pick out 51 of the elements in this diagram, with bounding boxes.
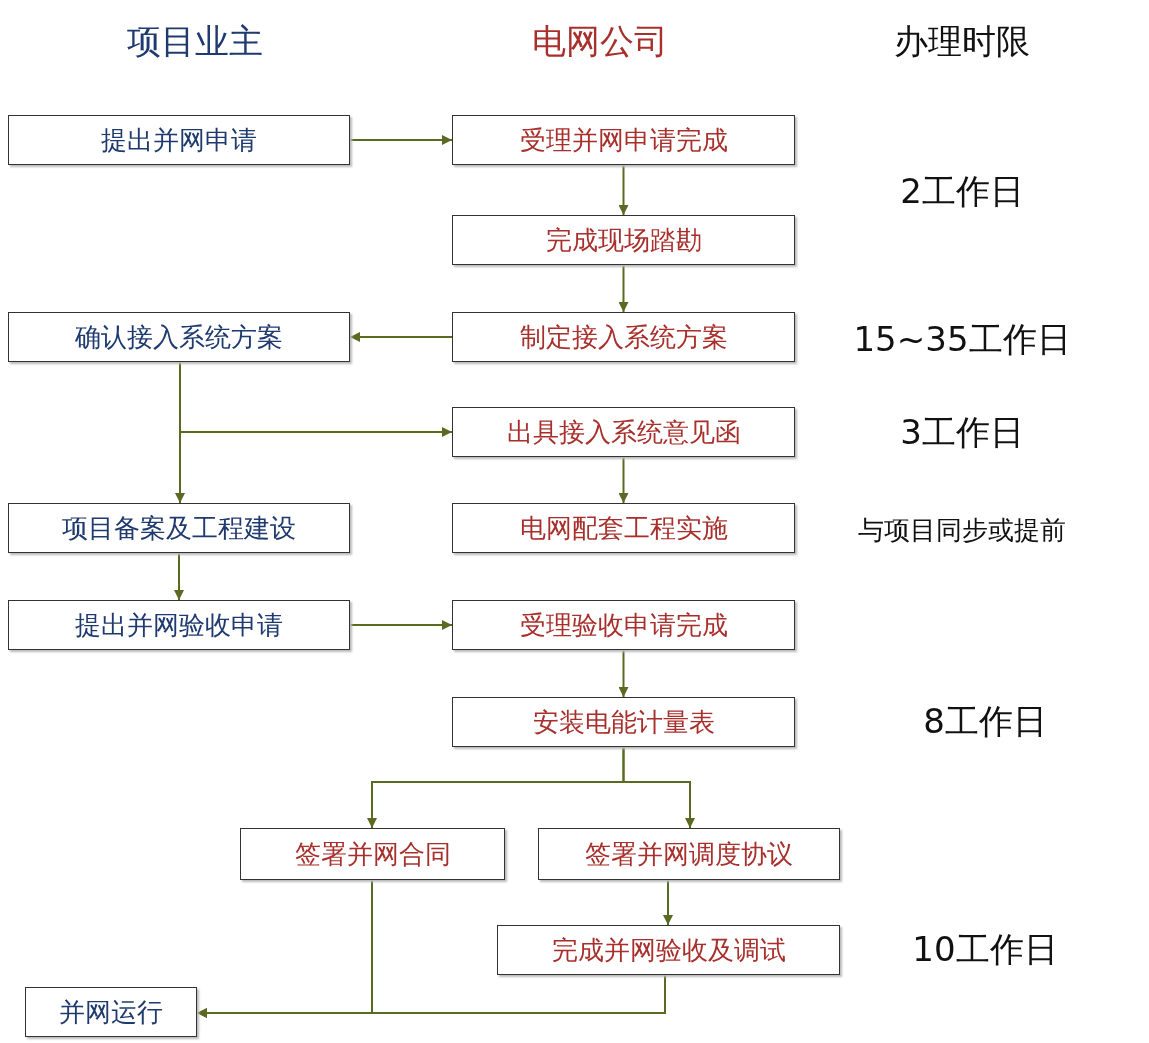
process-box [240, 828, 505, 880]
step-text: 签署并网调度协议 [585, 837, 793, 871]
process-box [452, 115, 795, 165]
column-header: 项目业主 [127, 20, 263, 63]
step-text: 签署并网合同 [294, 837, 451, 871]
arrow [174, 552, 184, 601]
step-text: 并网运行 [59, 995, 163, 1029]
duration-text: 与项目同步或提前 [858, 513, 1066, 547]
process-box [452, 697, 795, 747]
step-text: 电网配套工程实施 [519, 511, 728, 545]
column-header: 办理时限 [894, 20, 1030, 63]
duration-text: 2工作日 [900, 170, 1024, 213]
process-box [452, 503, 795, 553]
column-header: 电网公司 [532, 20, 668, 63]
step-text: 完成并网验收及调试 [551, 933, 786, 967]
arrow [618, 264, 629, 313]
process-box [497, 925, 840, 975]
arrow [349, 135, 453, 145]
process-box [452, 312, 795, 362]
process-box [8, 600, 350, 650]
step-text: 完成现场踏勘 [545, 223, 702, 257]
step-text: 提出并网申请 [101, 123, 257, 157]
arrow [349, 620, 453, 630]
step-text: 制定接入系统方案 [519, 320, 728, 354]
arrow [618, 164, 629, 216]
step-text: 提出并网验收申请 [75, 608, 283, 642]
process-box [8, 503, 350, 553]
duration-text: 10工作日 [912, 928, 1058, 971]
arrow [618, 456, 629, 504]
process-box [8, 312, 350, 362]
arrow [622, 746, 695, 829]
process-box [452, 600, 795, 650]
duration-text: 3工作日 [900, 411, 1024, 454]
arrow [196, 974, 666, 1018]
arrow [175, 361, 185, 504]
arrow [618, 649, 629, 698]
step-text: 受理并网申请完成 [519, 123, 728, 157]
arrow [349, 332, 453, 342]
process-box [452, 215, 795, 265]
process-box [25, 987, 197, 1037]
duration-text: 8工作日 [923, 700, 1047, 743]
step-text: 确认接入系统方案 [75, 320, 283, 354]
step-text: 出具接入系统意见函 [506, 415, 741, 449]
step-text: 受理验收申请完成 [519, 608, 728, 642]
process-box [452, 407, 795, 457]
step-text: 项目备案及工程建设 [62, 511, 296, 545]
step-text: 安装电能计量表 [532, 705, 715, 739]
duration-text: 15~35工作日 [853, 318, 1071, 361]
arrow [663, 879, 673, 926]
process-box [538, 828, 840, 880]
process-box [8, 115, 350, 165]
